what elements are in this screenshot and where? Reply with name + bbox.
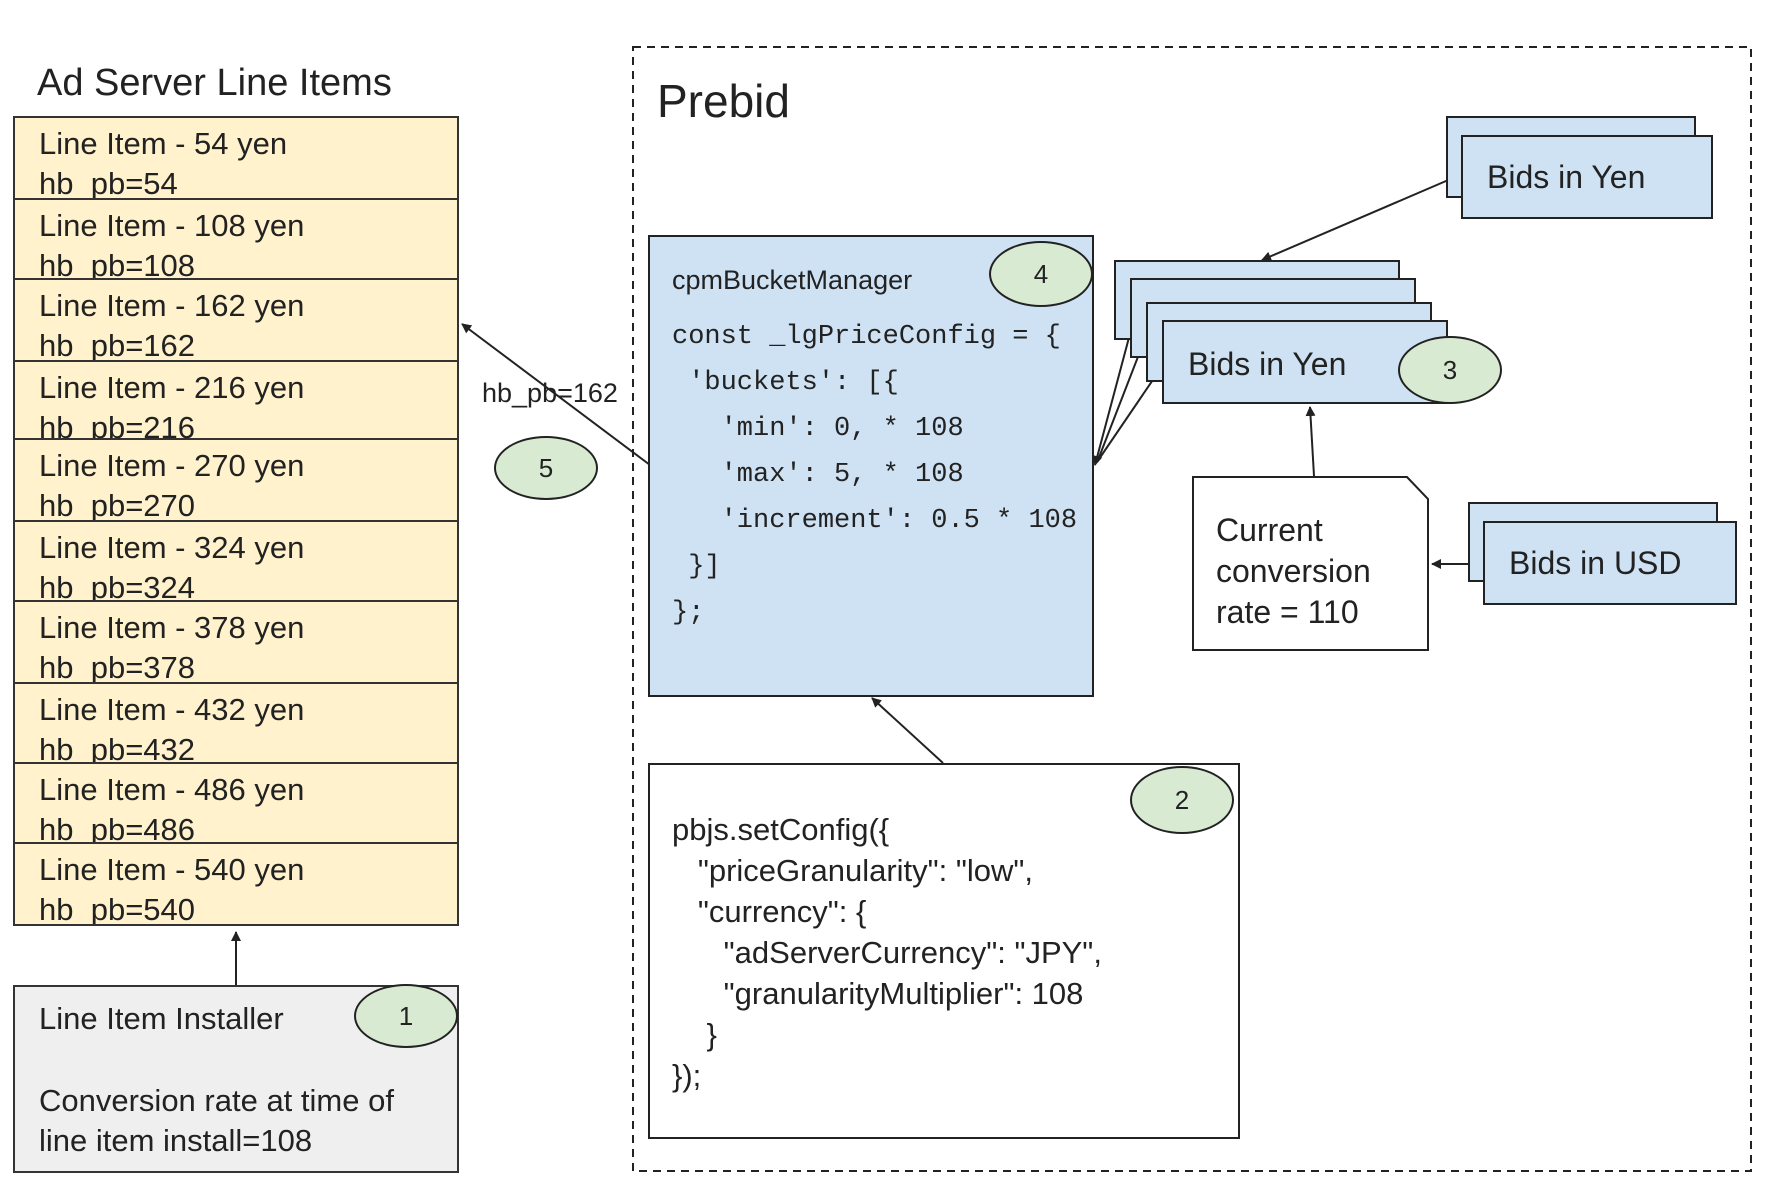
- step-4-badge: 4: [989, 241, 1093, 307]
- bids-yen-stack-label: Bids in Yen: [1188, 346, 1347, 382]
- bids-yen-top-label: Bids in Yen: [1487, 159, 1646, 195]
- step-1-badge: 1: [354, 984, 458, 1048]
- bids-usd-box[interactable]: Bids in USD: [1483, 521, 1737, 605]
- arrow-conversion-to-bids: [1305, 406, 1316, 477]
- conversion-line-2: conversion: [1216, 553, 1371, 589]
- set-config-box[interactable]: pbjs.setConfig({ "priceGranularity": "lo…: [648, 763, 1240, 1139]
- conversion-line-3: rate = 110: [1216, 594, 1359, 630]
- conversion-note[interactable]: Current conversion rate = 110: [1216, 510, 1371, 633]
- conversion-line-1: Current: [1216, 512, 1323, 548]
- bucket-code-line: 'buckets': [{: [672, 368, 899, 398]
- config-code-line: });: [672, 1058, 702, 1093]
- arrow-top-bids-to-stack: [1261, 174, 1461, 262]
- bucket-code-line: const _lgPriceConfig = {: [672, 322, 1061, 352]
- config-code-line: }: [672, 1017, 717, 1052]
- config-code-line: "granularityMultiplier": 108: [672, 976, 1084, 1011]
- bucket-code-line: }]: [672, 552, 721, 582]
- arrow-manager-to-line-item: [461, 323, 651, 466]
- bucket-code-line: 'increment': 0.5 * 108: [672, 506, 1078, 536]
- prebid-title: Prebid: [657, 75, 790, 127]
- arrow-label: hb_pb=162: [482, 378, 618, 408]
- config-code-line: "priceGranularity": "low",: [672, 853, 1034, 888]
- prebid-boundary: [632, 46, 1752, 1172]
- config-code-line: "currency": {: [672, 894, 867, 929]
- bucket-code-line: };: [672, 598, 705, 628]
- bucket-code-line: 'min': 0, * 108: [672, 414, 964, 444]
- config-code-line: "adServerCurrency": "JPY",: [672, 935, 1102, 970]
- config-code-line: pbjs.setConfig({: [672, 812, 890, 847]
- arrow-config-to-manager: [871, 697, 944, 764]
- step-5-badge: 5: [494, 436, 598, 500]
- bucket-manager-title: cpmBucketManager: [672, 265, 913, 295]
- bids-usd-label: Bids in USD: [1509, 545, 1682, 581]
- bids-yen-top-box[interactable]: Bids in Yen: [1461, 135, 1713, 219]
- installer-title: Line Item Installer: [39, 1001, 284, 1036]
- cpm-bucket-manager-box[interactable]: cpmBucketManager const _lgPriceConfig = …: [648, 235, 1094, 697]
- bucket-code-line: 'max': 5, * 108: [672, 460, 964, 490]
- installer-rate-line-1: Conversion rate at time of: [39, 1083, 394, 1118]
- step-2-badge: 2: [1130, 766, 1234, 834]
- installer-rate-line-2: line item install=108: [39, 1123, 313, 1158]
- conversion-note-shape: [1192, 476, 1429, 651]
- step-3-badge: 3: [1398, 336, 1502, 404]
- bids-yen-stack-box[interactable]: Bids in Yen: [1162, 320, 1448, 404]
- ad-server-title: Ad Server Line Items: [37, 62, 392, 104]
